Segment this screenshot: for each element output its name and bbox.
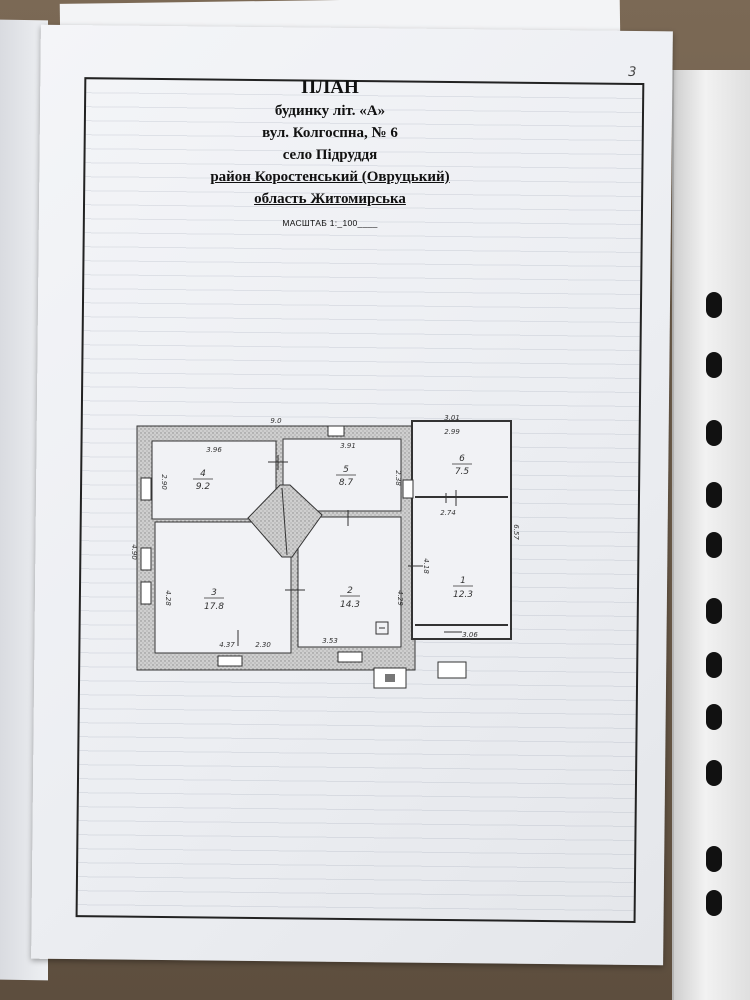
room-number: 5 — [343, 465, 349, 475]
binder-hole — [706, 352, 722, 378]
binder-hole — [706, 482, 722, 508]
district-line: район Коростенський (Овруцький) — [210, 169, 450, 185]
binder-hole — [706, 652, 722, 678]
room-number: 3 — [211, 588, 217, 598]
dimension-label: 3.01 — [444, 414, 460, 422]
stove-divider — [281, 487, 288, 556]
dimension-label: 4.29 — [396, 590, 404, 606]
binder-hole — [706, 890, 722, 916]
windows — [140, 425, 467, 689]
binder-hole — [706, 846, 722, 872]
dimension-label: 9.0 — [270, 417, 282, 425]
dimension-label: 3.06 — [462, 631, 478, 639]
scale-label: МАСШТАБ 1:_100____ — [282, 218, 378, 228]
dimension-label: 3.53 — [322, 637, 338, 645]
binder-hole — [706, 598, 722, 624]
dimension-label: 2.99 — [444, 428, 460, 436]
document-title: ПЛАН — [301, 77, 359, 98]
room-area: 9.2 — [196, 482, 211, 492]
room-area: 14.3 — [340, 600, 360, 610]
dimension-label: 4.18 — [422, 558, 430, 574]
central-stove — [247, 484, 323, 558]
dimension-label: 3.91 — [340, 442, 356, 450]
binder-hole — [706, 292, 722, 318]
door-marks — [237, 455, 462, 646]
dimension-label: 2.30 — [255, 641, 271, 649]
annex-walls — [411, 420, 512, 640]
room-number: 6 — [459, 454, 465, 464]
region-line: область Житомирська — [254, 191, 406, 207]
subtitle-line: вул. Колгоспна, № 6 — [262, 125, 398, 141]
binder-hole — [706, 420, 722, 446]
binder-hole — [706, 704, 722, 730]
room-number: 4 — [200, 469, 206, 479]
room-labels: 4 9.2 5 8.7 6 7.5 3 17.8 2 14.3 1 12.3 — [193, 454, 473, 612]
room-area: 7.5 — [455, 467, 470, 477]
room-area: 12.3 — [453, 590, 473, 600]
dimension-label: 2.38 — [394, 470, 402, 486]
dimension-label: 3.96 — [206, 446, 222, 454]
room-number: 1 — [460, 576, 466, 586]
room-area: 8.7 — [339, 478, 354, 488]
dimension-label: 4.37 — [219, 641, 235, 649]
dimension-labels: 9.0 3.01 2.99 3.96 3.91 2.74 4.37 2.30 3… — [130, 414, 520, 649]
dimension-label: 4.28 — [164, 590, 172, 606]
dimension-label: 2.90 — [160, 474, 168, 490]
subtitle-line: будинку літ. «А» — [274, 103, 386, 119]
dimension-label: 6.57 — [512, 524, 520, 540]
binder-hole — [706, 760, 722, 786]
dimension-label: 4.90 — [130, 544, 138, 560]
dimension-label: 2.74 — [440, 509, 456, 517]
binder-hole — [706, 532, 722, 558]
room-number: 2 — [347, 586, 353, 596]
title-block: ПЛАН будинку літ. «А» вул. Колгоспна, № … — [150, 76, 510, 228]
subtitle-line: село Підруддя — [282, 147, 378, 163]
room-area: 17.8 — [204, 602, 224, 612]
